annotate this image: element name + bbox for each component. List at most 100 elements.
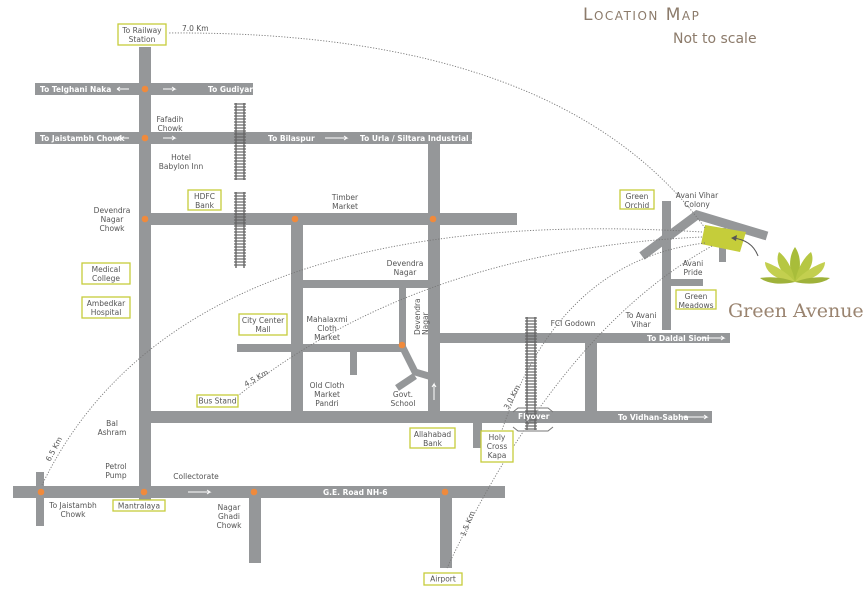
green-avenue-plot[interactable] bbox=[701, 225, 746, 252]
road-label-telghani: To Telghani Naka bbox=[40, 85, 111, 94]
cloth-market-stub bbox=[350, 348, 357, 375]
place-govt: Govt.School bbox=[391, 390, 416, 408]
place-label: Devendra bbox=[413, 298, 422, 335]
daldal-road bbox=[434, 333, 730, 343]
airport-road bbox=[440, 492, 452, 568]
flyover-marker bbox=[512, 407, 554, 432]
landmark-label: Medical bbox=[92, 265, 121, 274]
junction-dot bbox=[141, 85, 149, 93]
landmark-mantralaya[interactable]: Mantralaya bbox=[112, 499, 166, 512]
landmark-label: Holy bbox=[489, 433, 506, 442]
devendra-nagar-lane bbox=[399, 284, 406, 348]
distance-line-jaistambh bbox=[41, 228, 703, 486]
landmark-label: HDFC bbox=[194, 192, 215, 201]
place-label: Chowk bbox=[157, 124, 183, 133]
railway-tracks bbox=[234, 103, 537, 430]
landmark-label: Mall bbox=[255, 325, 270, 334]
pandri-vertical-road bbox=[291, 219, 303, 417]
place-collectorate: Collectorate bbox=[173, 472, 219, 481]
roads bbox=[13, 47, 769, 568]
junction-dot bbox=[37, 488, 45, 496]
landmark-box bbox=[117, 23, 167, 46]
mall-road bbox=[237, 344, 403, 352]
distance-busstand: 4.5 Km bbox=[243, 368, 270, 389]
place-label: To Jaistambh bbox=[48, 501, 97, 510]
place-label: Market bbox=[332, 202, 358, 211]
landmark-label: Airport bbox=[430, 575, 456, 584]
school-stub bbox=[395, 373, 417, 391]
avani-pride-road bbox=[671, 279, 703, 286]
vidhan-sabha-road bbox=[139, 411, 712, 423]
road-label-ge-road: G.E. Road NH-6 bbox=[323, 488, 387, 497]
lotus-icon bbox=[760, 247, 830, 284]
junction-dots bbox=[37, 85, 449, 496]
place-label: Nagar bbox=[394, 268, 418, 277]
place-label: Mahalaxmi bbox=[307, 315, 348, 324]
place-label: School bbox=[391, 399, 416, 408]
place-label: Avani Vihar bbox=[676, 191, 719, 200]
place-label: Govt. bbox=[393, 390, 413, 399]
fci-vertical-road bbox=[585, 338, 597, 417]
distance-railway: 7.0 Km bbox=[182, 24, 209, 33]
landmark-label: Bank bbox=[423, 439, 442, 448]
landmark-box bbox=[81, 296, 131, 319]
place-label: Old Cloth bbox=[310, 381, 345, 390]
landmark-busstand[interactable]: Bus Stand bbox=[196, 394, 239, 408]
map-title: Location Map bbox=[583, 5, 700, 25]
landmark-box bbox=[423, 572, 463, 586]
place-label: Nagar bbox=[101, 215, 125, 224]
distance-lines bbox=[41, 32, 713, 569]
landmark-label: City Center bbox=[242, 316, 285, 325]
brand-name: Green Avenue bbox=[728, 300, 863, 322]
railway-track bbox=[234, 103, 246, 180]
place-label: Chowk bbox=[60, 510, 86, 519]
landmark-box bbox=[675, 289, 717, 310]
main-vertical-road bbox=[139, 47, 151, 503]
road-label-daldal: To Daldal Sioni bbox=[647, 334, 709, 343]
holy-cross-stub bbox=[473, 417, 482, 448]
landmark-box bbox=[81, 262, 131, 285]
place-label: Ghadi bbox=[218, 512, 240, 521]
junction-dot bbox=[429, 215, 437, 223]
nagar-ghadi-road bbox=[249, 492, 261, 563]
place-label: To Avani bbox=[625, 311, 657, 320]
landmark-box bbox=[409, 427, 456, 449]
distance-jaistambh: 6.5 Km bbox=[44, 435, 64, 463]
place-label: Petrol bbox=[105, 462, 126, 471]
landmark-label: Mantralaya bbox=[118, 502, 160, 511]
place-label: Ashram bbox=[98, 428, 127, 437]
place-label: Nagar bbox=[421, 311, 430, 335]
place-label: Pride bbox=[684, 268, 703, 277]
place-label: Devendra bbox=[387, 259, 424, 268]
distance-line-railway bbox=[167, 32, 706, 229]
junction-dot bbox=[141, 134, 149, 142]
landmark-label: Bank bbox=[195, 201, 214, 210]
place-label: Fafadih bbox=[156, 115, 183, 124]
green-avenue-logo: Green Avenue bbox=[728, 247, 863, 322]
school-lane bbox=[398, 344, 433, 381]
landmark-label: Green bbox=[685, 292, 708, 301]
landmark-airport[interactable]: Airport bbox=[423, 572, 463, 586]
junction-dot bbox=[291, 215, 299, 223]
place-label: Babylon Inn bbox=[159, 162, 204, 171]
place-label: Bal bbox=[106, 419, 118, 428]
avani-colony-road bbox=[639, 210, 769, 260]
direction-arrows bbox=[116, 86, 726, 420]
road-label-vidhan: To Vidhan-Sabha bbox=[618, 413, 689, 422]
